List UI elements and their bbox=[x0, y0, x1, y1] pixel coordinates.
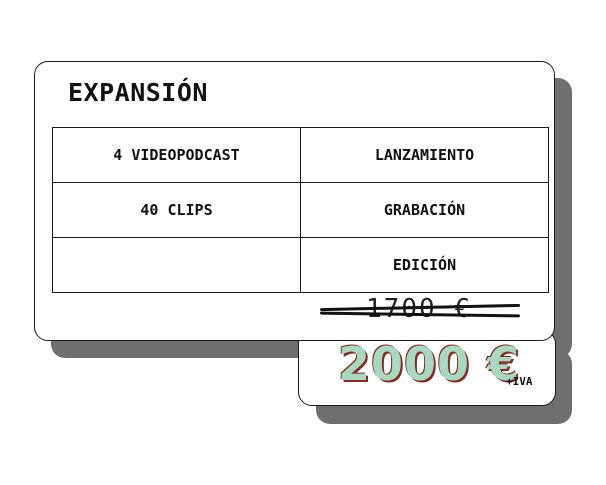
price-card bbox=[298, 330, 556, 406]
table-cell: 40 CLIPS bbox=[52, 182, 301, 238]
table-row: EDICIÓN bbox=[52, 237, 549, 293]
table-row: 40 CLIPS GRABACIÓN bbox=[52, 182, 549, 238]
table-cell: LANZAMIENTO bbox=[300, 127, 549, 183]
services-table: 4 VIDEOPODCAST LANZAMIENTO 40 CLIPS GRAB… bbox=[52, 127, 549, 293]
table-cell bbox=[52, 237, 301, 293]
table-row: 4 VIDEOPODCAST LANZAMIENTO bbox=[52, 127, 549, 183]
package-title: EXPANSIÓN bbox=[68, 78, 208, 107]
table-cell: EDICIÓN bbox=[300, 237, 549, 293]
package-card: EXPANSIÓN 4 VIDEOPODCAST LANZAMIENTO 40 … bbox=[34, 61, 555, 341]
old-price: 1700 € bbox=[319, 293, 521, 325]
new-price: 2000 € bbox=[338, 337, 521, 391]
tax-note: +IVA bbox=[506, 375, 533, 388]
table-cell: 4 VIDEOPODCAST bbox=[52, 127, 301, 183]
table-cell: GRABACIÓN bbox=[300, 182, 549, 238]
